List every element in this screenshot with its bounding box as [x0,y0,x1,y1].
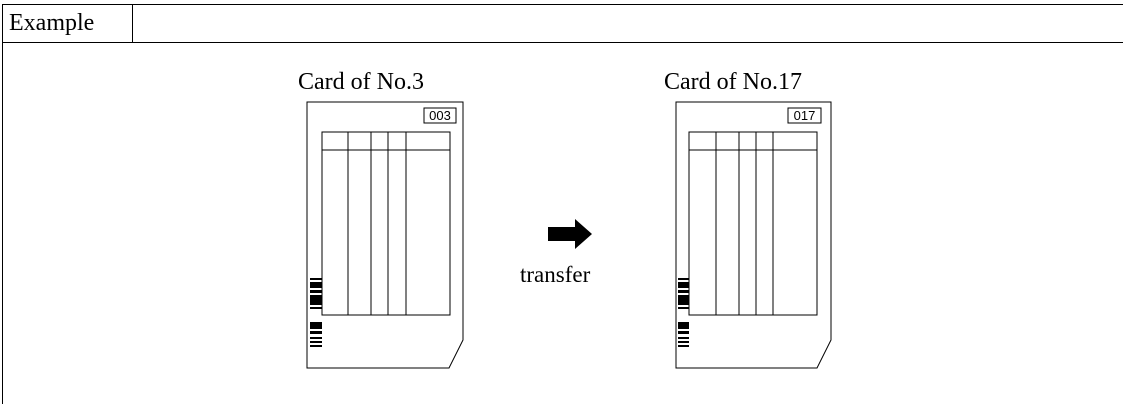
card-source [306,101,464,369]
cards-diagram: 003 017 [306,101,832,369]
card-grid-outline [321,131,451,316]
barcode-marks-source [310,278,322,347]
card-number-box [787,107,822,124]
card-title-source: Card of No.3 [298,69,424,95]
arrow-right-icon [548,219,592,249]
card-grid-outline [688,131,818,316]
card-number-source: 003 [429,108,451,123]
example-tab: Example [2,4,133,43]
card-outline [675,101,832,369]
card-title-target: Card of No.17 [664,69,802,95]
example-frame [2,4,1123,404]
card-target [675,101,832,369]
card-number-target: 017 [794,108,816,123]
card-outline [306,101,464,369]
frame-top-rule [133,42,1123,43]
card-number-box [423,107,457,124]
example-label: Example [9,10,95,36]
transfer-label: transfer [520,262,591,287]
barcode-marks-target [678,278,689,347]
